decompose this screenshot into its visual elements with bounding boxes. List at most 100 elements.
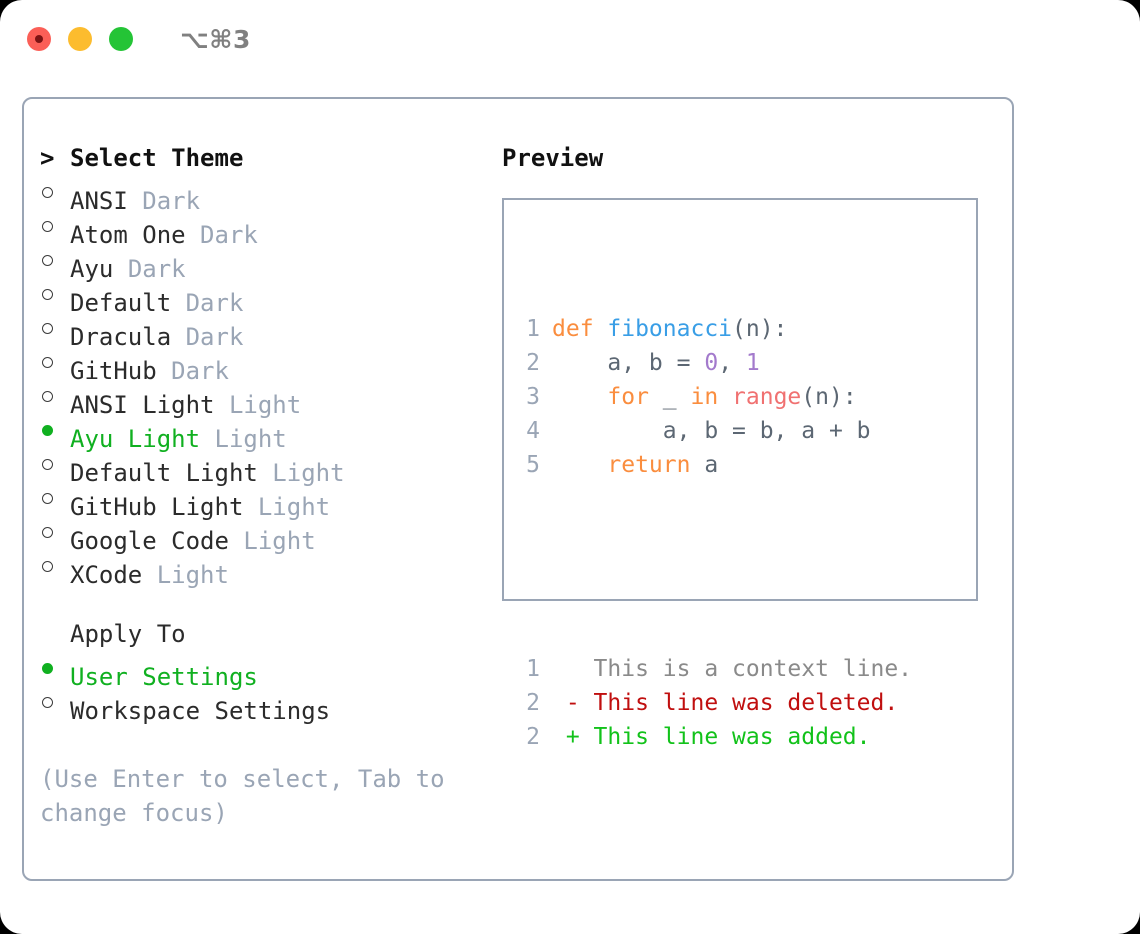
radio-unselected-icon xyxy=(40,345,70,379)
preview-title: Preview xyxy=(502,144,604,172)
radio-unselected-icon xyxy=(40,175,70,209)
theme-option-variant-tag: Dark xyxy=(185,289,244,317)
code-token-var: _ xyxy=(662,384,691,410)
theme-option-label: GitHub xyxy=(70,357,157,385)
theme-option-ayu[interactable]: Ayu Dark xyxy=(40,243,488,283)
theme-option-google-code[interactable]: Google Code Light xyxy=(40,515,488,555)
theme-option-variant-tag: Dark xyxy=(171,357,229,385)
code-token-kw: in xyxy=(690,384,733,410)
radio-unselected-icon xyxy=(40,209,70,243)
apply-to-option-label: Workspace Settings xyxy=(70,697,331,725)
radio-unselected-icon xyxy=(40,311,70,345)
code-token-var: a xyxy=(704,452,719,478)
theme-option-default-light[interactable]: Default Light Light xyxy=(40,447,488,487)
theme-option-dracula[interactable]: Dracula Dark xyxy=(40,311,488,351)
theme-option-label: Ayu Light xyxy=(70,425,201,453)
theme-option-label: Ayu xyxy=(70,255,114,283)
code-line-number: 4 xyxy=(526,418,540,444)
code-token-kw: def xyxy=(552,316,608,342)
apply-to-option-label: User Settings xyxy=(70,663,258,691)
diff-line-text: - This line was deleted. xyxy=(552,690,899,716)
code-token-kw: return xyxy=(552,452,705,478)
theme-option-label: Default Light xyxy=(70,459,258,487)
code-line: 5 return a xyxy=(518,448,912,482)
code-token-fn: fibonacci xyxy=(607,316,733,342)
prompt-caret-icon: > xyxy=(40,144,55,172)
theme-option-variant-tag: Light xyxy=(156,561,229,589)
theme-option-variant-tag: Light xyxy=(228,391,302,419)
code-line: 4 a, b = b, a + b xyxy=(518,414,912,448)
traffic-light-buttons xyxy=(27,27,133,51)
keyboard-hint-line-2: change focus) xyxy=(40,799,228,827)
diff-line-number: 1 xyxy=(526,656,540,682)
theme-option-label: XCode xyxy=(70,561,143,589)
code-line-number: 5 xyxy=(526,452,540,478)
diff-line-text: + This line was added. xyxy=(552,724,871,750)
theme-option-xcode[interactable]: XCode Light xyxy=(40,549,488,589)
theme-option-variant-tag: Dark xyxy=(185,323,244,351)
close-window-button[interactable] xyxy=(27,27,51,51)
theme-option-label: Default xyxy=(70,289,172,317)
theme-option-ansi[interactable]: ANSI Dark xyxy=(40,175,488,215)
code-token-call: range xyxy=(732,384,802,410)
code-token-var: a, b = xyxy=(552,350,705,376)
diff-sample: 1 This is a context line.2 - This line w… xyxy=(518,652,912,754)
apply-to-header: Apply To xyxy=(40,617,488,651)
diff-line-number: 2 xyxy=(526,690,540,716)
keyboard-hint-line-1: (Use Enter to select, Tab to xyxy=(40,765,445,793)
diff-line-add: 2 + This line was added. xyxy=(518,720,912,754)
radio-unselected-icon xyxy=(40,379,70,413)
diff-line-ctx: 1 This is a context line. xyxy=(518,652,912,686)
theme-option-ansi-light[interactable]: ANSI Light Light xyxy=(40,379,488,419)
radio-unselected-icon xyxy=(40,481,70,515)
theme-option-variant-tag: Dark xyxy=(142,187,201,215)
code-token-kw: for xyxy=(552,384,663,410)
keyboard-hint: (Use Enter to select, Tab to change focu… xyxy=(40,762,460,830)
theme-option-github-light[interactable]: GitHub Light Light xyxy=(40,481,488,521)
code-token-num: 1 xyxy=(745,350,760,376)
radio-unselected-icon xyxy=(40,277,70,311)
theme-option-variant-tag: Light xyxy=(272,459,345,487)
theme-option-variant-tag: Dark xyxy=(200,221,258,249)
diff-line-text: This is a context line. xyxy=(552,656,913,682)
theme-option-label: Atom One xyxy=(70,221,186,249)
apply-to-indent xyxy=(40,617,70,651)
code-token-punct: (n): xyxy=(801,384,857,410)
radio-unselected-icon xyxy=(40,243,70,277)
theme-option-variant-tag: Light xyxy=(257,493,331,521)
theme-option-label: Dracula xyxy=(70,323,172,351)
diff-line-number: 2 xyxy=(526,724,540,750)
theme-option-label: ANSI Light xyxy=(70,391,215,419)
theme-option-default[interactable]: Default Dark xyxy=(40,277,488,317)
minimize-window-button[interactable] xyxy=(68,27,92,51)
code-line: 3 for _ in range(n): xyxy=(518,380,912,414)
code-token-var: a, b = b, a + b xyxy=(552,418,871,444)
code-token-num: 0 xyxy=(704,350,719,376)
radio-unselected-icon xyxy=(40,685,70,719)
code-line-number: 2 xyxy=(526,350,540,376)
code-blank-line xyxy=(518,550,912,584)
apply-to-option-user-settings[interactable]: User Settings xyxy=(40,651,488,691)
theme-option-variant-tag: Light xyxy=(243,527,316,555)
diff-line-del: 2 - This line was deleted. xyxy=(518,686,912,720)
theme-option-ayu-light[interactable]: Ayu Light Light xyxy=(40,413,488,453)
maximize-window-button[interactable] xyxy=(109,27,133,51)
theme-option-label: Google Code xyxy=(70,527,229,555)
theme-option-github[interactable]: GitHub Dark xyxy=(40,345,488,385)
code-token-punct: (n): xyxy=(732,316,788,342)
select-theme-header: > Select Theme xyxy=(40,141,488,175)
apply-to-option-workspace-settings[interactable]: Workspace Settings xyxy=(40,685,488,725)
theme-option-variant-tag: Dark xyxy=(127,255,186,283)
code-line: 2 a, b = 0, 1 xyxy=(518,346,912,380)
code-line-number: 1 xyxy=(526,316,540,342)
code-token-var: , xyxy=(718,350,746,376)
theme-option-atom-one[interactable]: Atom One Dark xyxy=(40,209,488,249)
